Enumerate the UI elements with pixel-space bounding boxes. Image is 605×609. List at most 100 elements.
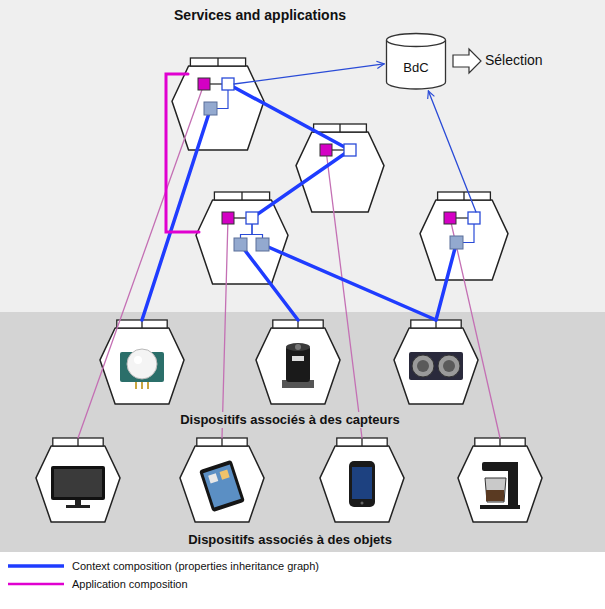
property-port [256, 238, 269, 251]
tv-device-hexagon [36, 438, 120, 522]
port-divider [339, 124, 340, 132]
context-port [246, 212, 258, 224]
application-wire [222, 218, 228, 438]
legend-row: Context composition (properties inherita… [8, 558, 319, 574]
service-c-ports [222, 212, 269, 251]
tablet-part [220, 470, 230, 480]
legend-line-sample [8, 561, 64, 571]
port-tab [411, 320, 461, 328]
property-port [204, 102, 217, 115]
port-link [332, 149, 344, 150]
ultrasonic-part [438, 355, 460, 377]
tv-part [51, 466, 105, 500]
phone-part [352, 467, 372, 499]
property-port [234, 238, 247, 251]
camera-part [286, 346, 310, 382]
legend-row: Application composition [8, 576, 188, 592]
coffee-part [508, 462, 518, 506]
motion-sensor-part [134, 356, 142, 364]
port-divider [297, 320, 298, 328]
port-link [252, 224, 263, 238]
text-slot: Dispositifs associés à des objets [0, 530, 580, 548]
coffee-part [486, 490, 504, 501]
band-heading: Services and applications [170, 7, 350, 24]
hexagon-outline [394, 328, 478, 404]
text-slot: Services and applications [0, 6, 520, 24]
port-tab [190, 58, 245, 66]
service-a-ports [198, 78, 234, 115]
context-wire [241, 245, 299, 321]
port-divider [221, 438, 222, 446]
application-wire [450, 218, 500, 438]
camera-icon [282, 343, 314, 388]
port-tab [314, 124, 367, 132]
tv-part [66, 505, 90, 508]
motion-sensor-part [120, 352, 164, 382]
port-divider [141, 320, 142, 328]
application-wire [326, 150, 362, 438]
port-link [217, 90, 228, 109]
context-port [344, 144, 356, 156]
service-d-ports [444, 212, 480, 249]
tablet-device-hexagon [180, 438, 264, 522]
selection-label: Sélection [485, 52, 543, 69]
database-top [387, 34, 446, 47]
legend-line [8, 583, 64, 586]
hexagon-outline [320, 446, 404, 522]
context-arrow [234, 64, 384, 84]
phone-device-hexagon [320, 438, 404, 522]
tv-part [75, 500, 81, 505]
context-port [222, 78, 234, 90]
port-tab [438, 192, 491, 200]
port-divider [241, 192, 242, 200]
ultrasonic-part [443, 360, 455, 372]
legend-line-sample [8, 579, 64, 589]
port-tab [214, 192, 269, 200]
tv-icon [51, 466, 105, 508]
ultrasonic-part [412, 355, 434, 377]
coffee-part [480, 505, 520, 509]
legend-text: Application composition [72, 578, 188, 590]
application-bracket [166, 74, 199, 232]
database-label: BdC [399, 60, 432, 76]
application-port [320, 144, 332, 156]
coffee-part [482, 462, 518, 471]
hollow-arrow [453, 49, 481, 73]
text-slot: BdC [399, 58, 432, 76]
port-divider [77, 438, 78, 446]
devices-band: Dispositifs associés à des capteursDispo… [0, 312, 605, 552]
motion-sensor-part [135, 382, 137, 389]
coffee-part [485, 478, 506, 502]
context-port [468, 212, 480, 224]
hexagon-outline [36, 446, 120, 522]
services-band: BdC Services and applications [0, 0, 605, 312]
context-wire [142, 109, 211, 321]
text-slot: Dispositifs associés à des capteurs [0, 410, 580, 428]
tablet-icon [199, 460, 245, 512]
motion-sensor-icon [120, 349, 164, 389]
hexagon-outline [256, 328, 340, 404]
port-link [234, 217, 246, 218]
port-divider [217, 58, 218, 66]
ultrasonic-part [417, 360, 429, 372]
camera-part [282, 380, 314, 388]
application-port [198, 78, 210, 90]
service-d-hexagon [420, 192, 508, 280]
context-arrow [428, 91, 476, 212]
hexagon-outline [296, 132, 384, 212]
database-body [387, 40, 446, 89]
phone-icon [349, 461, 375, 507]
coffee-device-hexagon [458, 438, 542, 522]
port-link [241, 224, 253, 238]
camera-part [292, 356, 304, 361]
band-heading: Dispositifs associés à des objets [184, 532, 396, 548]
ultrasonic-icon [409, 352, 463, 380]
context-wire [436, 243, 457, 321]
port-divider [361, 438, 362, 446]
port-link [463, 224, 474, 243]
port-divider [463, 192, 464, 200]
coffee-icon [480, 462, 520, 509]
port-link [456, 217, 468, 218]
